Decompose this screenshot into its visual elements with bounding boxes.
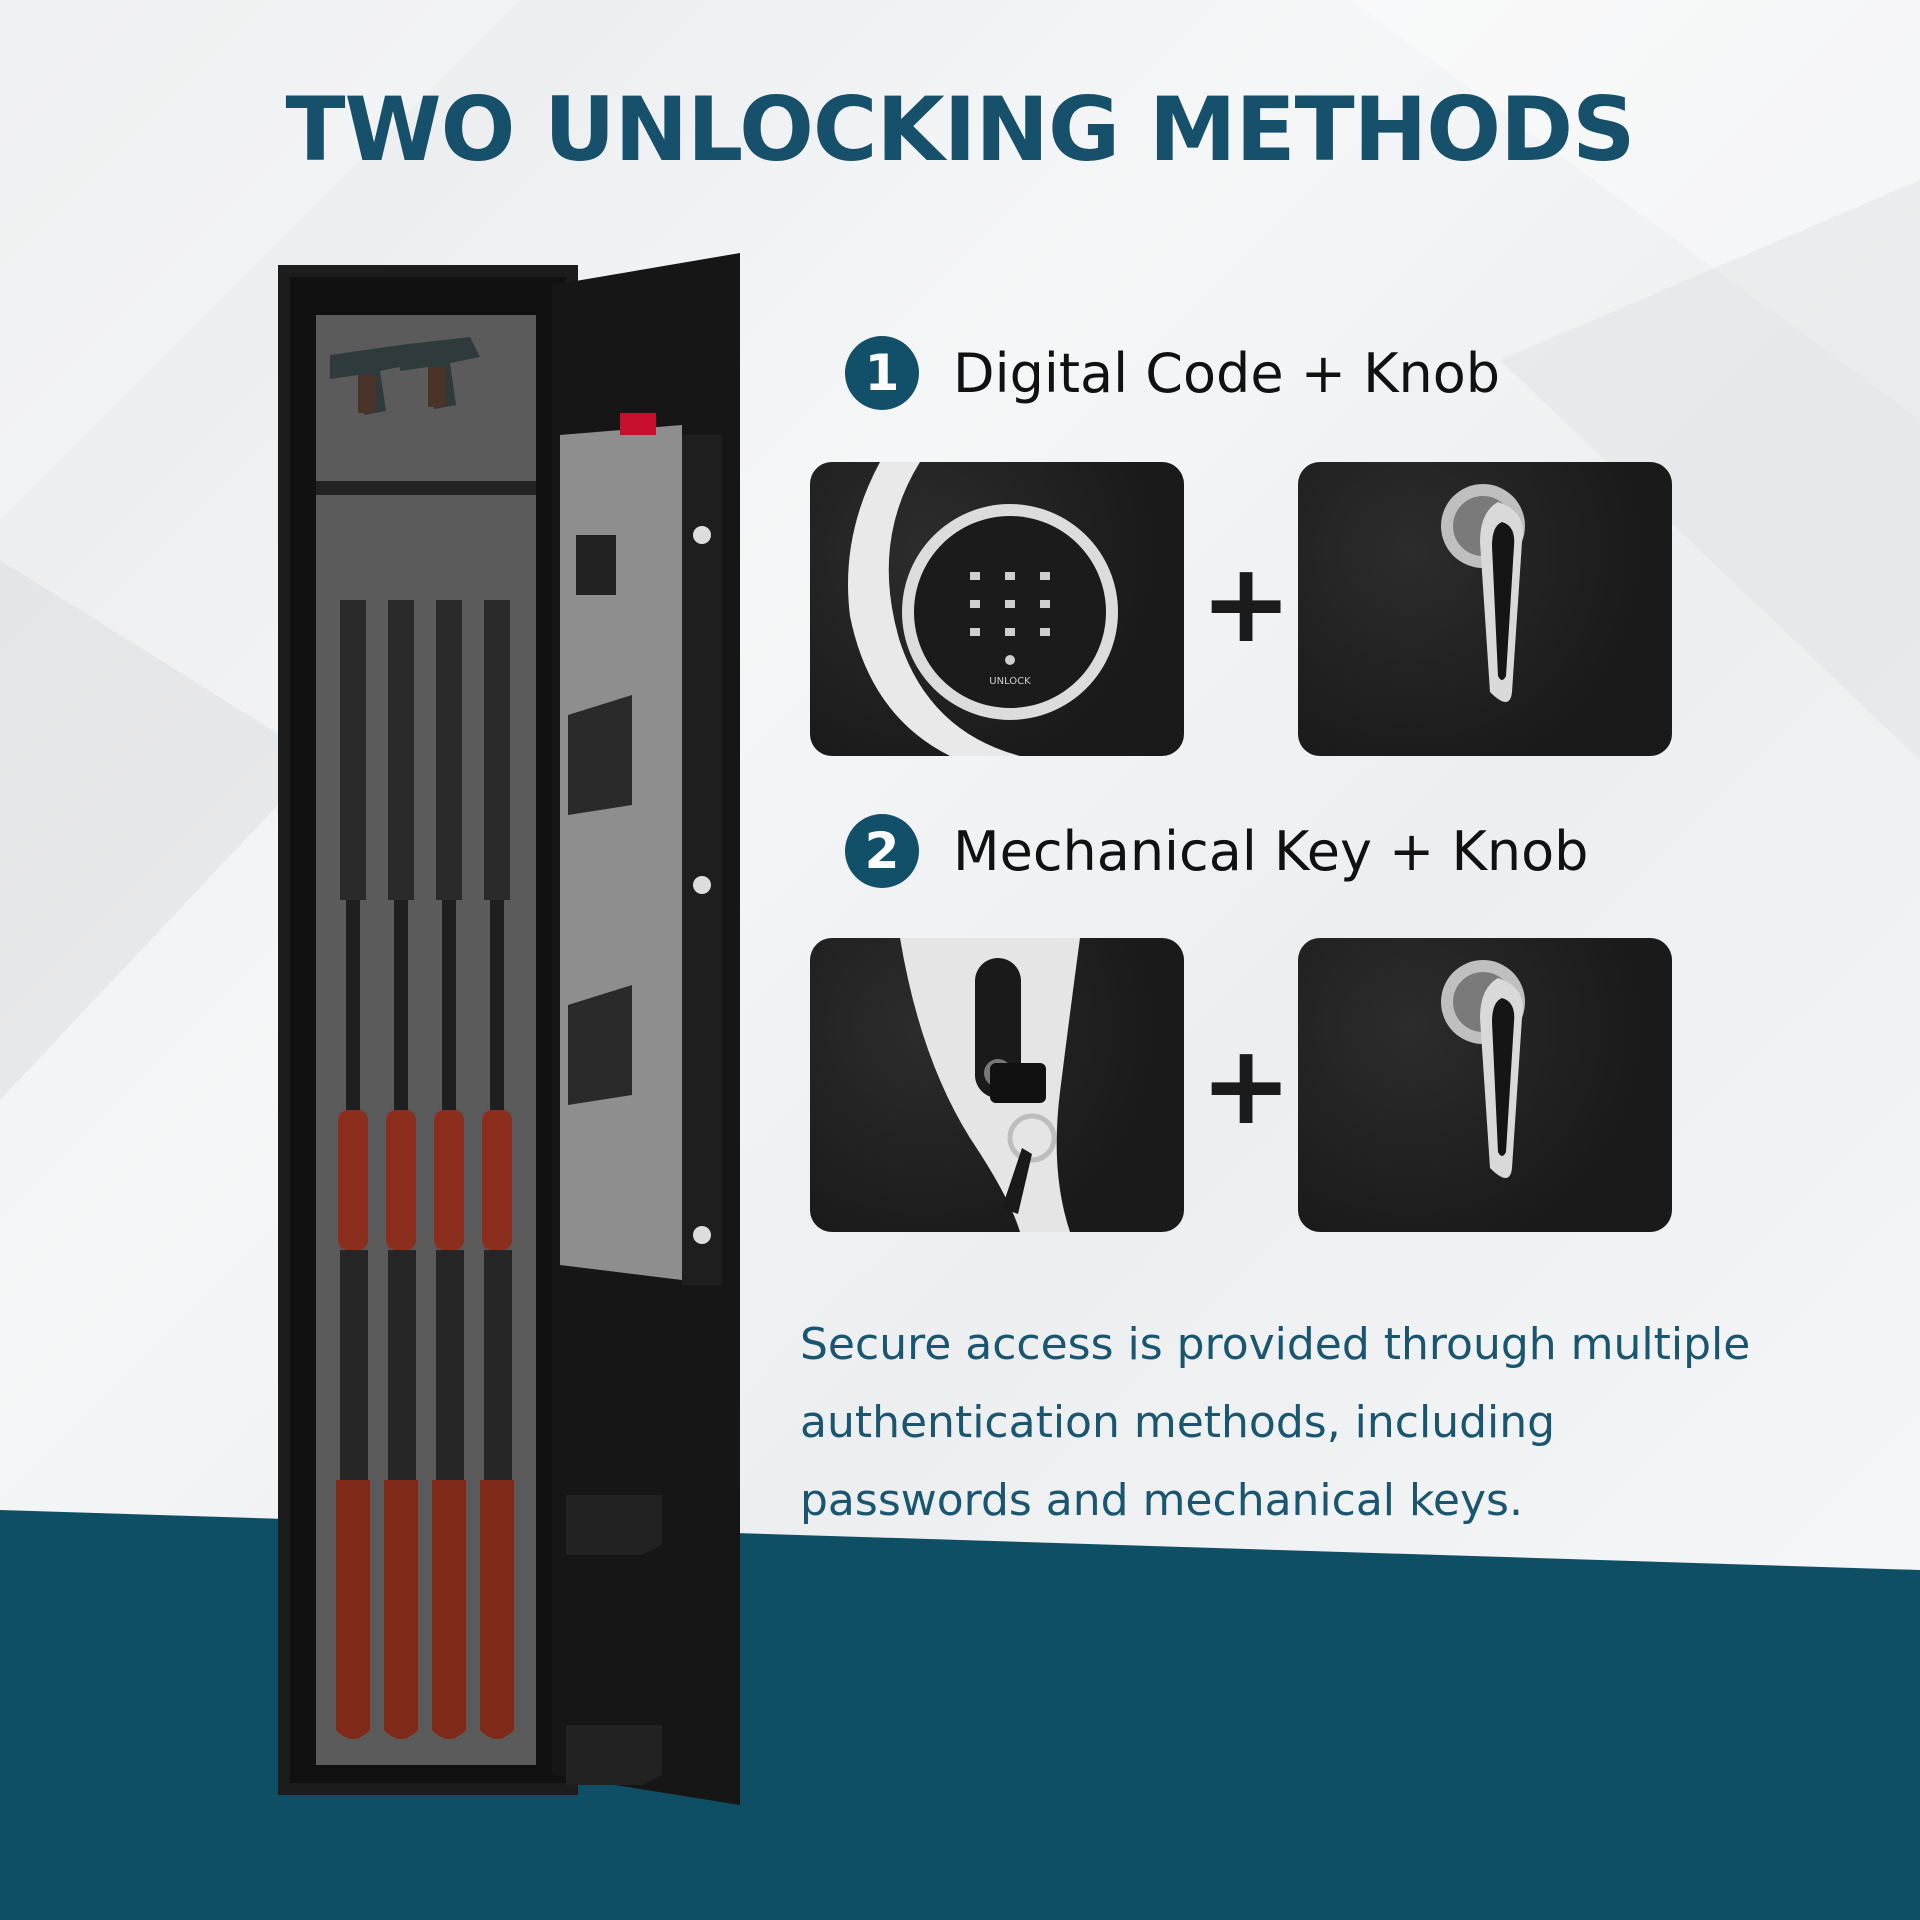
description-line-1: Secure access is provided through multip…	[800, 1319, 1751, 1370]
keypad-lock-icon: UNLOCK	[848, 462, 1118, 756]
knob-tile-1	[1298, 462, 1672, 756]
plus-sign-2: +	[1200, 1021, 1293, 1149]
page-title: TWO UNLOCKING METHODS	[285, 78, 1635, 181]
gun-safe-image	[278, 253, 740, 1805]
method-1-heading: 1 Digital Code + Knob	[845, 336, 1500, 410]
description-line-2: authentication methods, including	[800, 1397, 1556, 1448]
lever-knob-icon	[1441, 960, 1525, 1178]
lever-knob-icon	[1441, 484, 1525, 702]
mechanical-key-tile	[810, 938, 1184, 1232]
method-2-label: Mechanical Key + Knob	[953, 819, 1589, 883]
method-1-label: Digital Code + Knob	[953, 341, 1501, 405]
method-1-number: 1	[845, 336, 919, 410]
keypad-brand-text: UNLOCK	[989, 676, 1031, 687]
plus-sign-1: +	[1200, 539, 1293, 667]
method-2-heading: 2 Mechanical Key + Knob	[845, 814, 1588, 888]
knob-tile-2	[1298, 938, 1672, 1232]
description-text: Secure access is provided through multip…	[800, 1306, 1860, 1540]
digital-keypad-tile: UNLOCK	[810, 462, 1184, 756]
description-line-3: passwords and mechanical keys.	[800, 1475, 1523, 1526]
method-2-number: 2	[845, 814, 919, 888]
key-lock-icon	[900, 938, 1080, 1232]
